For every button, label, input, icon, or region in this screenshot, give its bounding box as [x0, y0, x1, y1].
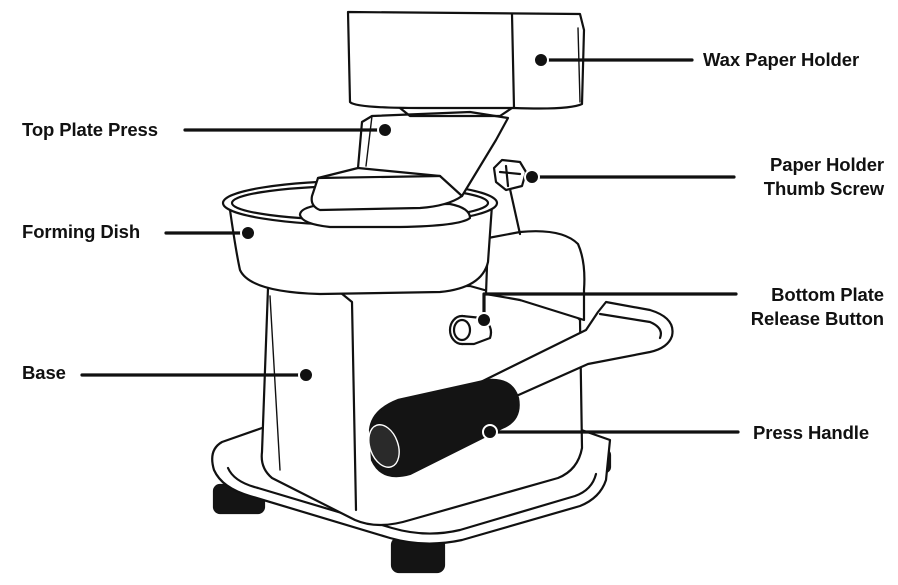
top-plate-press-shape: [310, 110, 510, 212]
thumb-screw-shape: [492, 158, 528, 192]
label-wax-paper-holder: Wax Paper Holder: [703, 49, 860, 70]
wax-paper-holder-shape: [346, 10, 586, 118]
label-bottom-plate-release-button-line2: Release Button: [750, 308, 884, 329]
dot-base: [298, 367, 314, 383]
label-base: Base: [22, 362, 66, 383]
dot-wax-paper-holder: [533, 52, 549, 68]
callout-dots: [240, 52, 549, 440]
label-paper-holder-thumb-screw-line1: Paper Holder: [770, 154, 884, 175]
dot-bottom-plate-release-button: [476, 312, 492, 328]
label-paper-holder-thumb-screw-line2: Thumb Screw: [763, 178, 884, 199]
label-forming-dish: Forming Dish: [22, 221, 141, 242]
label-paper-holder-thumb-screw: Paper Holder Thumb Screw: [764, 153, 884, 201]
dot-paper-holder-thumb-screw: [524, 169, 540, 185]
label-bottom-plate-release-button-line1: Bottom Plate: [771, 284, 884, 305]
leader-lines: [80, 58, 740, 434]
dot-forming-dish: [240, 225, 256, 241]
press-handle-shape: [368, 300, 674, 478]
leader-bottom-plate-release-button: [482, 292, 738, 322]
label-press-handle: Press Handle: [753, 422, 870, 443]
label-top-plate-press: Top Plate Press: [22, 119, 158, 140]
label-bottom-plate-release-button: Bottom Plate Release Button: [751, 283, 884, 331]
dot-press-handle: [482, 424, 498, 440]
dot-top-plate-press: [377, 122, 393, 138]
